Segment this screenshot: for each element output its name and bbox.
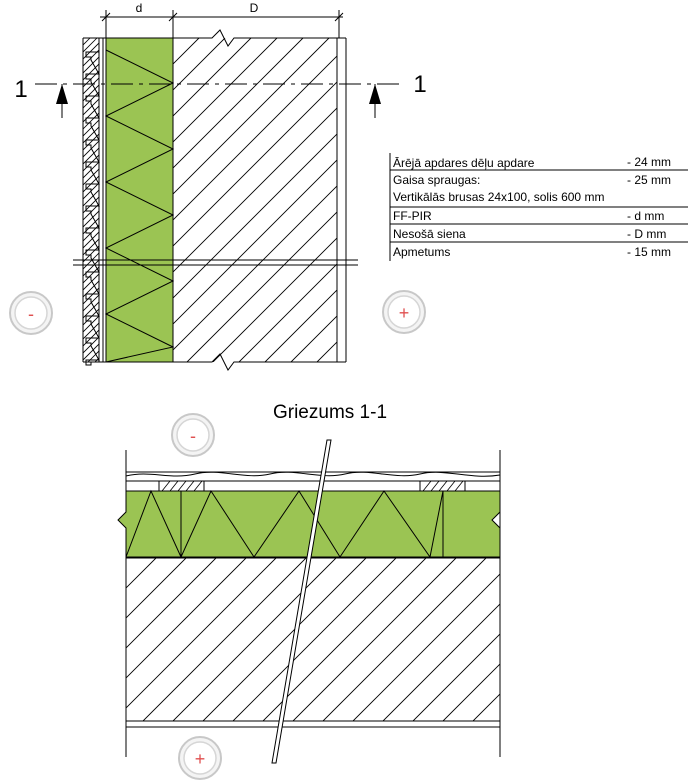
legend-item-insulation: FF-PIR: [393, 209, 432, 223]
hatch-line: [83, 280, 99, 298]
inner-side-sign-section: +: [195, 749, 206, 769]
hatch-line: [186, 211, 337, 362]
hatch-line: [623, 558, 699, 721]
hatch-line: [563, 558, 699, 721]
hatch-line: [173, 159, 337, 325]
hatch-line: [83, 77, 99, 95]
outer-side-sign: -: [28, 304, 34, 324]
hatch-line: [83, 301, 99, 319]
reference-lines: [73, 259, 358, 266]
outer-side-badge: -: [9, 291, 53, 335]
hatch-line: [126, 558, 247, 679]
legend-value-bearing-wall: - D mm: [627, 227, 666, 241]
dimension-label-d: d: [136, 1, 143, 15]
hatch-line: [172, 558, 337, 721]
hatch-line: [83, 294, 99, 312]
inner-side-badge-section: +: [178, 736, 222, 780]
horizontal-section: - +: [117, 413, 699, 780]
hatch-line: [629, 38, 699, 362]
bearing-wall: [172, 38, 699, 362]
legend-item-cladding: Ārējā apdares dēļu apdare: [393, 156, 535, 170]
section-cut-line: [35, 83, 402, 118]
hatch-line: [83, 315, 99, 333]
hatch-line: [126, 558, 157, 589]
insulation-layer-section: [117, 489, 501, 559]
vertical-section: d D: [9, 1, 699, 371]
inner-side-sign: +: [399, 303, 410, 323]
hatch-line: [593, 558, 699, 721]
hatch-line: [322, 558, 487, 721]
cladding-layer-section: [125, 471, 501, 482]
cladding-layer: [82, 38, 100, 366]
dimension-label-D: D: [250, 1, 259, 15]
hatch-line: [262, 558, 427, 721]
hatch-line: [412, 633, 500, 721]
hatch-line: [83, 287, 99, 305]
hatch-line: [173, 38, 330, 195]
hatch-line: [126, 558, 277, 709]
hatch-line: [472, 693, 500, 721]
hatch-line: [173, 133, 337, 299]
hatch-line: [173, 185, 337, 351]
hatch-line: [232, 558, 397, 721]
hatch-line: [173, 38, 304, 169]
legend-value-insulation: - d mm: [627, 209, 664, 223]
hatch-line: [292, 558, 457, 721]
legend-value-plaster: - 15 mm: [627, 245, 671, 259]
bearing-wall-section: [126, 557, 699, 722]
legend-value-air-gap: - 25 mm: [627, 173, 671, 187]
hatch-line: [603, 38, 699, 362]
break-line-section: [271, 439, 332, 764]
hatch-line: [352, 573, 500, 721]
hatch-line: [83, 308, 99, 326]
hatch-line: [533, 558, 696, 721]
hatch-line: [653, 558, 699, 721]
battens: [158, 480, 466, 492]
outer-side-badge-section: -: [171, 413, 215, 457]
hatch-line: [202, 558, 367, 721]
legend-item-air-gap-detail: Vertikālās brusas 24x100, solis 600 mm: [393, 190, 604, 204]
legend-item-air-gap: Gaisa spraugas:: [393, 173, 480, 187]
hatch-line: [142, 558, 307, 721]
hatch-line: [173, 107, 337, 273]
hatch-line: [503, 558, 666, 721]
dimension-line: [100, 10, 344, 38]
hatch-line: [173, 81, 337, 247]
hatch-line: [382, 603, 500, 721]
outer-side-sign-section: -: [190, 426, 196, 446]
section-title: Griezums 1-1: [273, 402, 387, 423]
hatch-line: [83, 189, 99, 207]
hatch-line: [212, 237, 337, 362]
air-gap-layer: [98, 38, 104, 362]
hatch-line: [442, 663, 500, 721]
legend-item-bearing-wall: Nesošā siena: [393, 227, 466, 241]
break-lines: [83, 29, 346, 371]
hatch-line: [126, 558, 217, 649]
hatch-line: [83, 84, 99, 102]
section-marker-left: 1: [14, 76, 27, 103]
legend-item-plaster: Apmetums: [393, 245, 450, 259]
layer-legend: Ārējā apdares dēļu apdare - 24 mm Gaisa …: [389, 153, 688, 261]
hatch-line: [173, 38, 278, 143]
hatch-line: [126, 558, 187, 619]
hatch-line: [126, 558, 127, 559]
hatch-line: [173, 38, 252, 117]
hatch-line: [173, 55, 337, 221]
hatch-line: [238, 263, 337, 362]
section-marker-right: 1: [413, 71, 426, 98]
legend-value-cladding: - 24 mm: [627, 155, 671, 169]
hatch-line: [655, 38, 699, 362]
hatch-line: [264, 289, 337, 362]
insulation-layer: [104, 37, 175, 363]
inner-side-badge: +: [382, 290, 426, 334]
